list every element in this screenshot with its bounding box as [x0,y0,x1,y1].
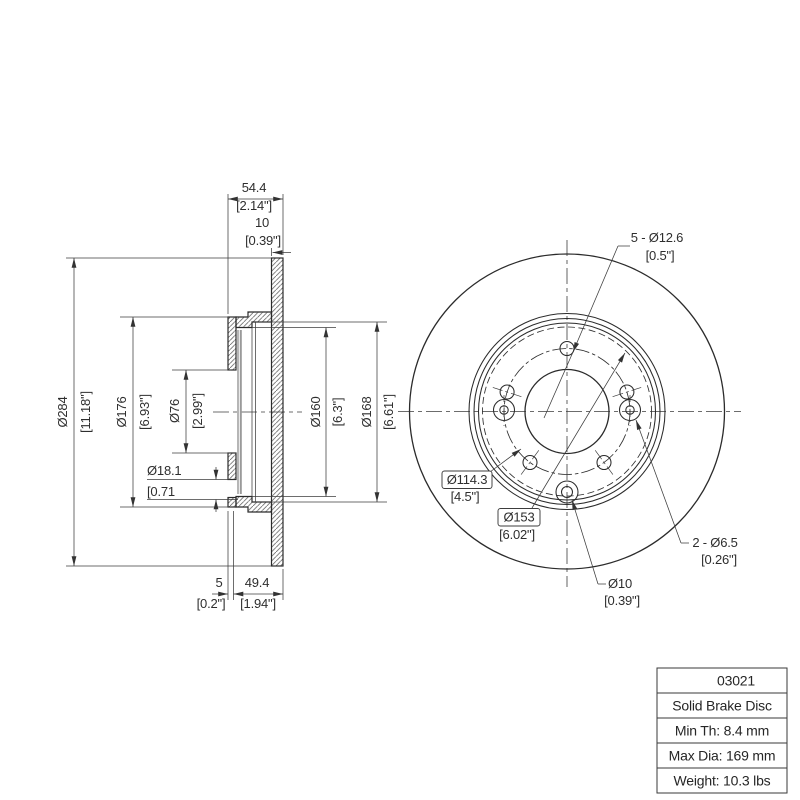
dim-hat-diameter: Ø176 [6.93"] [114,316,228,508]
center-hole-circle [524,368,610,455]
dim-center-hole: Ø76 [2.99"] [167,369,231,454]
ref-box-ring-dia: Ø153 [6.02"] [497,508,541,542]
min-thickness: Min Th: 8.4 mm [675,723,769,739]
dim-d18-in: [0.71 [147,484,175,499]
hat-inner-circle [477,322,657,501]
callout-small-holes: 2 - Ø6.5 [0.26"] [635,419,738,567]
dim-width-in: [2.14"] [236,198,272,213]
flange-wall-lower [227,496,237,508]
flange-wall-mid [227,452,237,481]
bolt-holes [492,340,642,475]
callout-ring-dia [531,352,626,509]
flange-wall-upper [227,316,237,371]
callout-bolt-holes-in: [0.5"] [646,248,675,263]
friction-plate-section [270,257,284,567]
side-projection-lines [237,322,256,502]
callout-pin-hole-in: [0.39"] [604,593,640,608]
dim-thickness-mm: 10 [255,215,269,230]
dim-hat-inner-outer: Ø160 [6.3"] Ø168 [6.61"] [252,321,396,503]
hat-flange-circle [468,312,666,511]
callout-bolt-circle [489,448,522,473]
front-view: 5 - Ø12.6 [0.5"] Ø114.3 [4.5"] Ø153 [6.0… [398,230,741,608]
dim-depth-in: [1.94"] [240,596,276,611]
callout-bolt-holes-mm: 5 - Ø12.6 [631,230,683,245]
callout-pin-hole: Ø10 [0.39"] [571,499,640,608]
part-description: Solid Brake Disc [672,698,772,714]
dim-d284-in: [11.18"] [78,391,93,433]
callout-small-holes-mm: 2 - Ø6.5 [692,535,737,550]
dim-thickness-in: [0.39"] [245,233,281,248]
ring-153-circle [482,326,652,497]
part-number: 03021 [717,673,755,689]
locating-hole [555,480,579,504]
hat-outer-circle [473,317,661,506]
small-holes [492,395,642,426]
dim-d160-in: [6.3"] [330,398,345,427]
dim-d76-in: [2.99"] [190,393,205,429]
max-diameter: Max Dia: 169 mm [669,748,776,764]
dim-d168-in: [6.61"] [381,394,396,430]
dim-depth-mm: 49.4 [245,575,270,590]
callout-ring-dia-mm: Ø153 [503,510,534,525]
dim-d176-mm: Ø176 [114,396,129,427]
dim-step-hole: Ø18.1 [0.71 [147,463,238,512]
callout-bolt-circle-in: [4.5"] [451,489,480,504]
dim-width-mm: 54.4 [242,180,267,195]
dim-outer-diameter: Ø284 [11.18"] [55,257,271,567]
dim-d176-in: [6.93"] [137,394,152,430]
dim-hat-depth: 5 [0.2"] 49.4 [1.94"] [197,511,284,611]
dim-d284-mm: Ø284 [55,396,70,427]
callout-bolt-circle-mm: Ø114.3 [447,472,487,487]
side-view: Ø284 [11.18"] Ø176 [6.93"] Ø76 [2.99"] Ø… [55,180,396,611]
callout-small-holes-in: [0.26"] [701,552,737,567]
part-weight: Weight: 10.3 lbs [674,773,771,789]
callout-ring-dia-in: [6.02"] [499,527,535,542]
outer-diameter-circle [408,253,726,570]
dim-overall-width: 54.4 [2.14"] 10 [0.39"] [227,180,291,314]
dim-d168-mm: Ø168 [359,396,374,427]
title-block: 03021 Solid Brake Disc Min Th: 8.4 mm Ma… [656,667,788,794]
callout-pin-hole-mm: Ø10 [608,576,632,591]
dim-d18-mm: Ø18.1 [147,463,181,478]
callout-bolt-holes: 5 - Ø12.6 [0.5"] [543,230,683,419]
dim-flange-mm: 5 [215,575,222,590]
dim-d160-mm: Ø160 [308,396,323,427]
dim-d76-mm: Ø76 [167,399,182,423]
dim-flange-in: [0.2"] [197,596,226,611]
ref-box-bolt-circle: Ø114.3 [4.5"] [441,470,493,504]
